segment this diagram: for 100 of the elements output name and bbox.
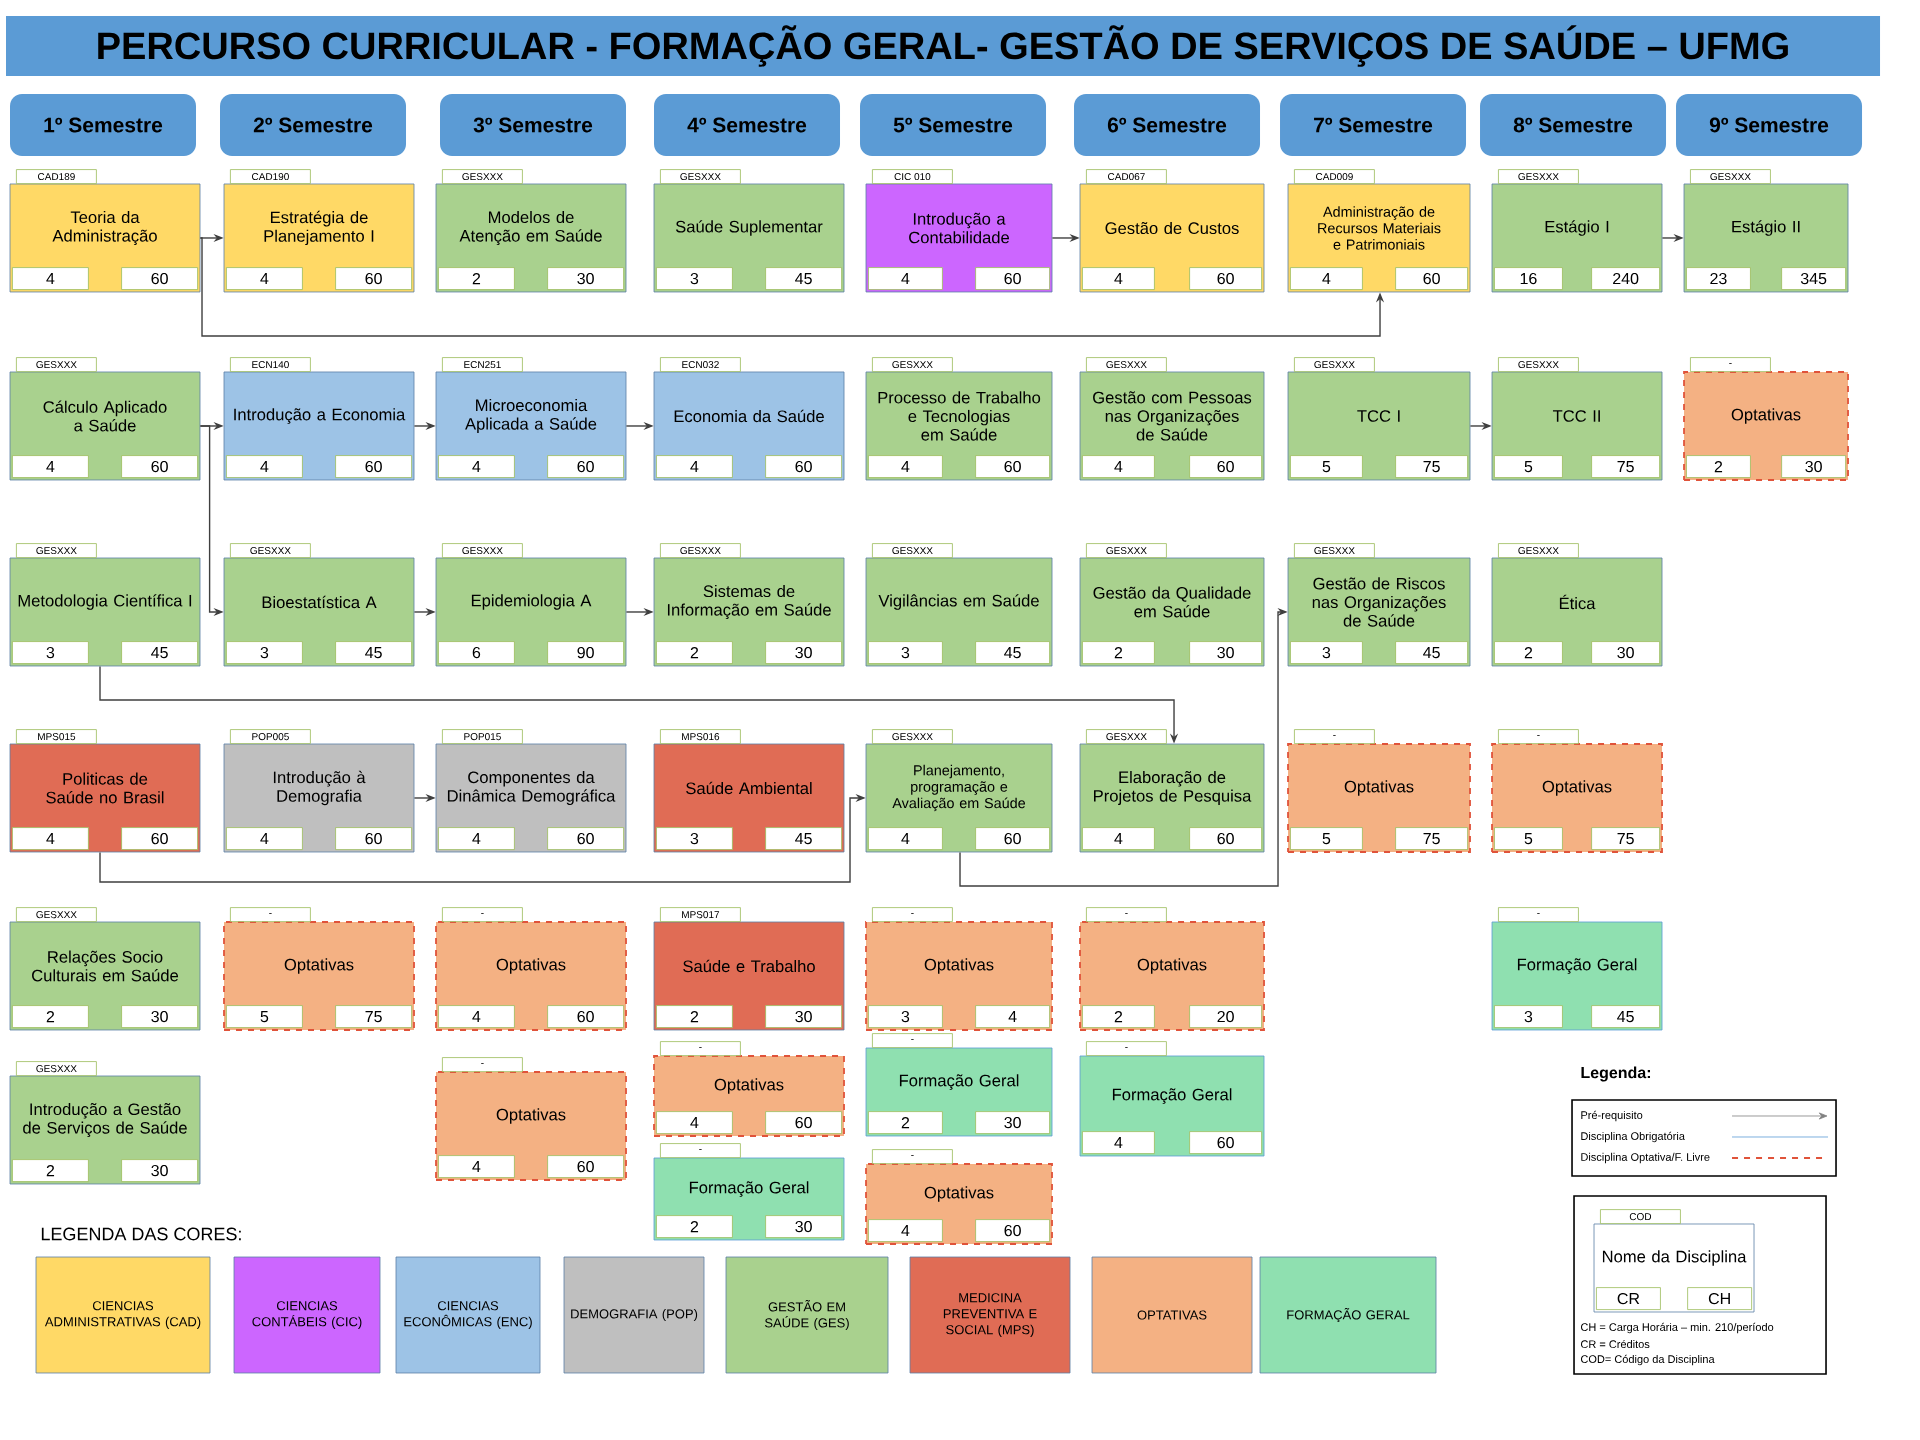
course-box [1079, 357, 1265, 481]
credit-cell: 6 [438, 641, 515, 664]
course-box [865, 1033, 1053, 1137]
credit-cell: 4 [868, 827, 943, 850]
course-box [653, 543, 845, 667]
hours-cell: 30 [975, 1111, 1050, 1134]
credit-cell: 4 [226, 267, 303, 290]
hours-cell: 45 [121, 641, 198, 664]
course-box [9, 1061, 201, 1185]
semester-header: 8º Semestre [1480, 94, 1666, 156]
credit-cell: 3 [12, 641, 89, 664]
hours-cell: 30 [765, 1215, 842, 1238]
credit-cell: 4 [438, 1155, 515, 1178]
credit-cell: 5 [1290, 455, 1363, 478]
course-box [9, 907, 201, 1031]
course-name: Optativas [1344, 780, 1414, 796]
credit-cell: 3 [868, 1005, 943, 1028]
credit-cell: 2 [1082, 641, 1155, 664]
credit-cell: 4 [438, 827, 515, 850]
credit-cell: 3 [226, 641, 303, 664]
course-box [435, 1057, 627, 1181]
course-name: Optativas [284, 958, 354, 974]
course-name: Epidemiologia A [471, 594, 592, 610]
course-name: Optativas [1731, 408, 1801, 424]
course-name: TCC II [1552, 410, 1600, 422]
credit-cell: 4 [868, 1219, 943, 1242]
hours-cell: 60 [121, 455, 198, 478]
hours-cell: 45 [975, 641, 1050, 664]
semester-header: 1º Semestre [10, 94, 196, 156]
course-box [865, 357, 1053, 481]
course-name: Gestão de Riscos nas Organizações de Saúde [1312, 577, 1446, 627]
course-name: Estágio II [1732, 220, 1800, 236]
credit-cell: 2 [656, 1005, 733, 1028]
hours-cell: 30 [765, 1005, 842, 1028]
course-name: Bioestatística A [262, 595, 377, 609]
course-name: Gestão de Custos [1105, 221, 1239, 235]
course-name: Componentes da Dinâmica Demográfica [447, 770, 616, 806]
course-box [9, 169, 201, 293]
hours-cell: 60 [975, 1219, 1050, 1242]
course-name: Introdução a Gestão de Serviços de Saúde [23, 1102, 187, 1138]
course-box [1079, 1041, 1265, 1157]
credit-cell: 2 [656, 1215, 733, 1238]
hours-cell: 20 [1189, 1005, 1262, 1028]
course-box [865, 907, 1053, 1031]
hours-cell: 240 [1591, 267, 1661, 290]
course-name: Gestão com Pessoas nas Organizações de Saúde [1093, 391, 1252, 441]
hours-cell: 60 [547, 1005, 624, 1028]
semester-header: 7º Semestre [1280, 94, 1466, 156]
course-name: Optativas [1542, 780, 1612, 796]
hours-cell: 75 [1395, 827, 1468, 850]
credit-cell: 4 [226, 827, 303, 850]
hours-cell: 60 [1395, 267, 1468, 290]
course-name: Optativas [496, 1108, 566, 1124]
course-name: Modelos de Atenção em Saúde [459, 210, 602, 246]
hours-cell: 60 [547, 1155, 624, 1178]
credit-cell: 4 [656, 1111, 733, 1134]
credit-cell: 23 [1686, 267, 1751, 290]
course-box [9, 543, 201, 667]
course-name: Formação Geral [1517, 958, 1637, 974]
course-name: Introdução a Economia [234, 408, 406, 424]
credit-cell: 4 [438, 455, 515, 478]
hours-cell: 30 [121, 1005, 198, 1028]
course-box [653, 1041, 845, 1137]
course-name: Cálculo Aplicado a Saúde [43, 400, 167, 432]
credit-cell: 5 [1494, 827, 1563, 850]
course-name: Teoria da Administração [52, 210, 157, 246]
hours-cell: 30 [1189, 641, 1262, 664]
hours-cell: 45 [765, 827, 842, 850]
semester-header: 4º Semestre [654, 94, 840, 156]
credit-cell: 2 [1686, 455, 1751, 478]
course-name: Saúde e Trabalho [683, 959, 815, 973]
course-box [1491, 357, 1663, 481]
hours-cell: 60 [335, 455, 412, 478]
course-box [223, 169, 415, 293]
hours-cell: 45 [1395, 641, 1468, 664]
course-box [223, 729, 415, 853]
course-box [1287, 729, 1471, 853]
course-box [1287, 357, 1471, 481]
course-box [1079, 169, 1265, 293]
credit-cell: CR [1596, 1287, 1661, 1310]
course-box [653, 729, 845, 853]
course-box [1287, 169, 1471, 293]
credit-cell: 3 [656, 267, 733, 290]
semester-header: 9º Semestre [1676, 94, 1863, 156]
course-box [865, 729, 1053, 853]
course-box [1079, 907, 1265, 1031]
course-name: Optativas [1137, 958, 1207, 974]
hours-cell: 90 [547, 641, 624, 664]
hours-cell: 60 [547, 455, 624, 478]
credit-cell: 3 [868, 641, 943, 664]
hours-cell: 30 [765, 641, 842, 664]
course-name: Estratégia de Planejamento I [264, 210, 374, 246]
course-box [865, 169, 1053, 293]
credit-cell: 2 [1494, 641, 1563, 664]
course-name: Metodologia Científica I [18, 594, 192, 610]
credit-cell: 5 [226, 1005, 303, 1028]
credit-cell: 2 [12, 1005, 89, 1028]
hours-cell: 60 [1189, 267, 1262, 290]
course-name: Formação Geral [899, 1074, 1019, 1090]
credit-cell: 4 [868, 267, 943, 290]
